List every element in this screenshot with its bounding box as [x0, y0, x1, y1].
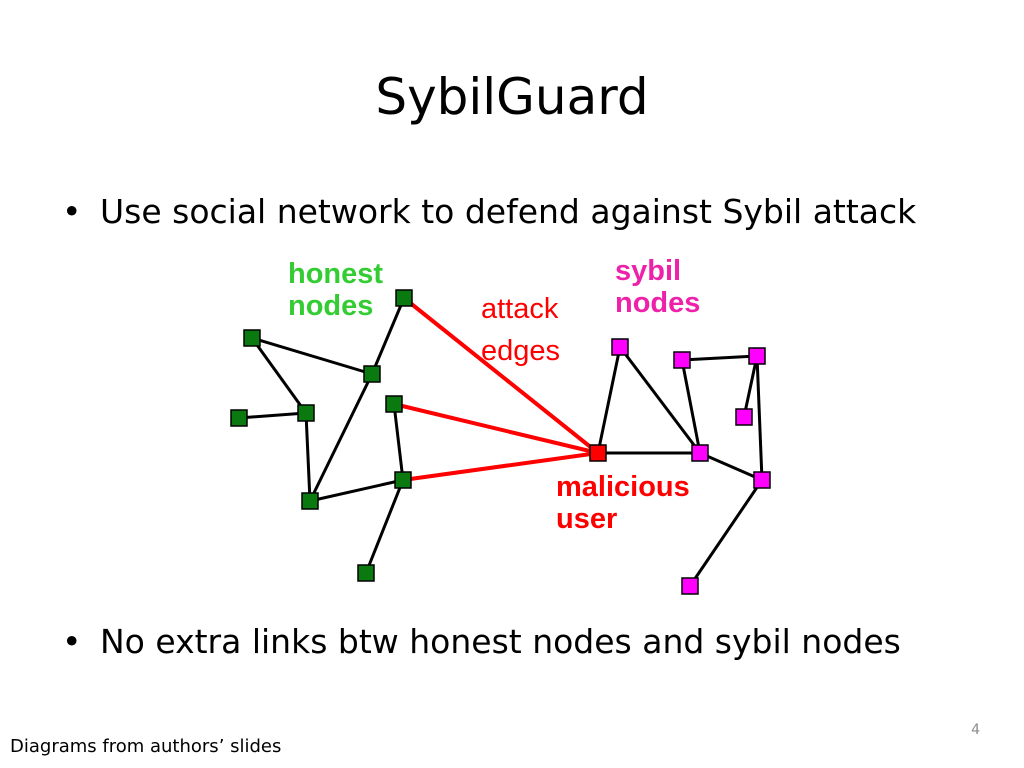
edge	[251, 336, 373, 376]
bullet-glyph: •	[62, 192, 82, 231]
honest-node	[394, 471, 412, 489]
edge	[618, 346, 702, 454]
honest-edges	[238, 297, 406, 574]
page-title: SybilGuard	[375, 68, 649, 126]
edge	[370, 297, 406, 375]
edge	[364, 479, 405, 574]
bullet-item: • No extra links btw honest nodes and syb…	[62, 622, 901, 662]
malicious-label-line1: malicious	[556, 471, 690, 503]
edge	[309, 478, 404, 503]
honest-node	[385, 395, 403, 413]
sybil-node	[748, 347, 766, 365]
bullet-glyph: •	[62, 622, 82, 661]
sybil-node	[681, 577, 699, 595]
edge	[680, 359, 702, 454]
edge	[596, 346, 622, 454]
edge	[688, 479, 764, 587]
honest-node	[363, 365, 381, 383]
sybil-nodes	[611, 338, 771, 595]
honest-node	[301, 492, 319, 510]
sybil-label-line2: nodes	[615, 287, 700, 319]
sybil-label-line1: sybil	[615, 255, 681, 287]
honest-node	[395, 289, 413, 307]
edge	[742, 355, 759, 418]
malicious-node	[589, 444, 607, 462]
sybil-node	[611, 338, 629, 356]
honest-node	[297, 404, 315, 422]
attack-edge	[393, 402, 599, 455]
bullet-item: • Use social network to defend against Sy…	[62, 192, 916, 232]
edge	[304, 412, 312, 502]
edge	[308, 373, 374, 502]
honest-node	[243, 329, 261, 347]
attack-edge	[402, 296, 600, 455]
honest-label-line1: honest	[288, 258, 383, 290]
sybil-node	[673, 351, 691, 369]
edge	[238, 411, 307, 420]
footnote: Diagrams from authors’ slides	[10, 736, 282, 757]
honest-node	[230, 409, 248, 427]
edge	[392, 403, 405, 481]
edge	[699, 451, 763, 482]
malicious-label-line2: user	[556, 503, 617, 535]
edge	[681, 354, 758, 362]
edge	[755, 355, 764, 481]
honest-label-line2: nodes	[288, 290, 373, 322]
edge	[250, 337, 308, 414]
attack-edges-label-line1: attack	[481, 293, 559, 325]
sybil-node	[691, 444, 709, 462]
attack-edges	[393, 296, 600, 482]
sybil-node	[735, 408, 753, 426]
page-number: 4	[971, 722, 980, 738]
attack-edge	[402, 451, 599, 482]
honest-nodes	[230, 289, 413, 582]
attack-edges-label-line2: edges	[481, 335, 560, 367]
sybil-node	[753, 471, 771, 489]
honest-node	[357, 564, 375, 582]
bullet-text: Use social network to defend against Syb…	[100, 192, 917, 231]
bullet-text: No extra links btw honest nodes and sybi…	[100, 622, 901, 661]
sybil-edges	[596, 346, 764, 587]
